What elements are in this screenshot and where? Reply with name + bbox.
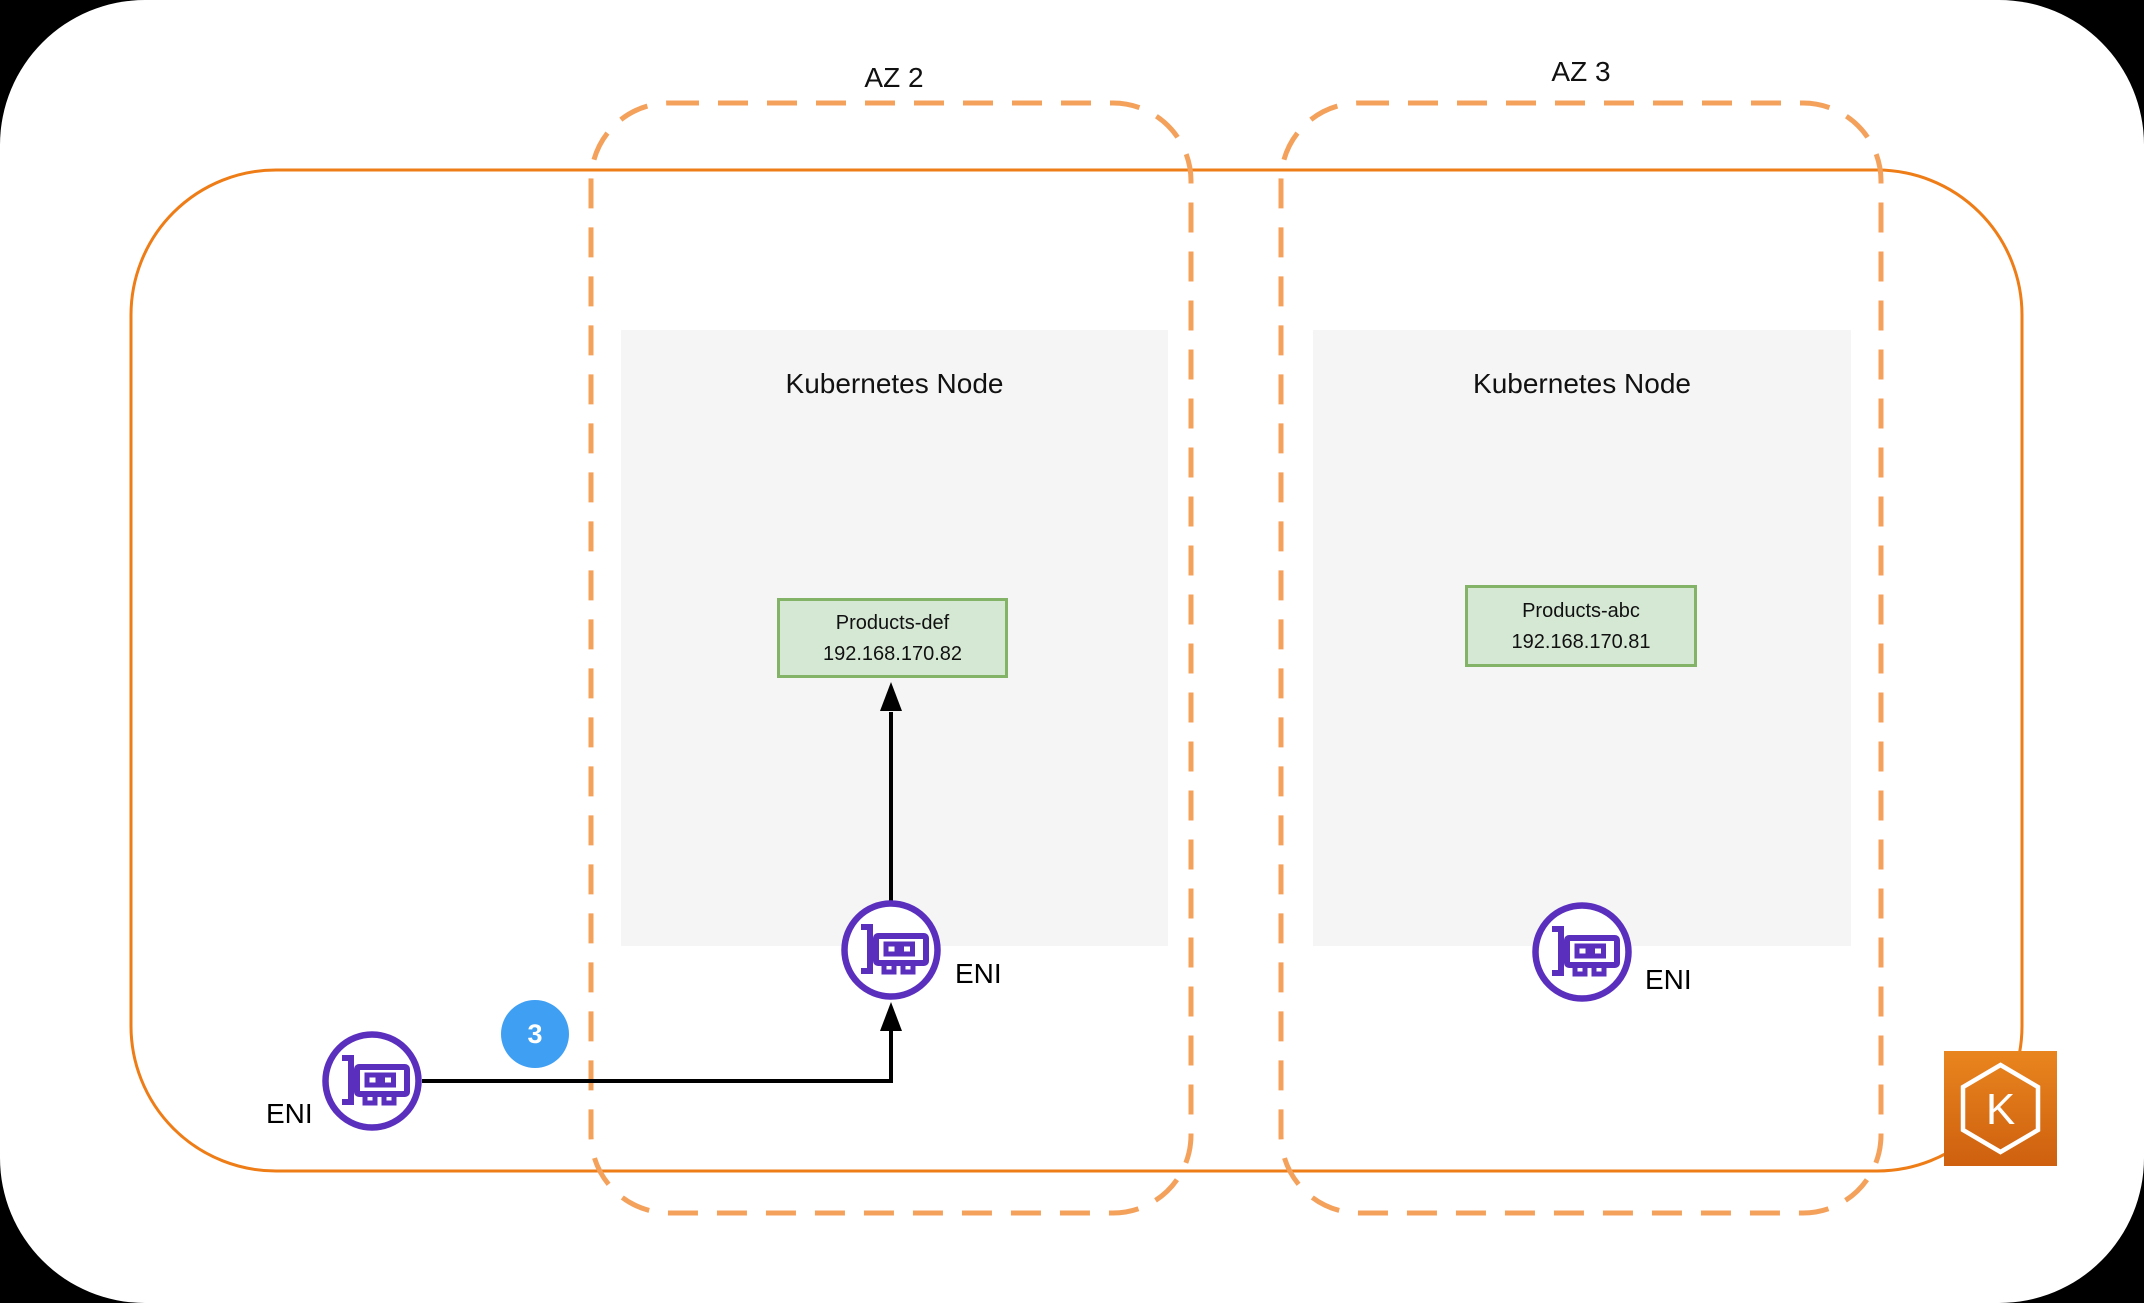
eks-letter: K bbox=[1986, 1085, 2015, 1134]
pod-name: Products-abc bbox=[1522, 599, 1640, 622]
eni-icon-graphic bbox=[841, 900, 941, 1000]
pod-ip: 192.168.170.82 bbox=[822, 642, 963, 665]
pod-box-products-def: Products-def 192.168.170.82 bbox=[777, 598, 1008, 678]
kubernetes-node-title: Kubernetes Node bbox=[785, 368, 1004, 399]
eni-icon bbox=[841, 900, 941, 1000]
eni-icon bbox=[322, 1031, 422, 1131]
eks-icon-graphic: K bbox=[1944, 1051, 2057, 1166]
eni-icon-graphic bbox=[322, 1031, 422, 1131]
eni-icon-graphic bbox=[1532, 902, 1632, 1002]
az2-label: AZ 2 bbox=[864, 62, 924, 93]
eni-label-az2: ENI bbox=[955, 958, 1002, 989]
kubernetes-node-title: Kubernetes Node bbox=[1473, 368, 1691, 399]
eni-label-az3: ENI bbox=[1645, 964, 1692, 995]
eni-icon bbox=[1532, 902, 1632, 1002]
eni-label-external: ENI bbox=[266, 1098, 313, 1129]
step-badge: 3 bbox=[501, 1000, 569, 1068]
eks-icon: K bbox=[1944, 1051, 2057, 1166]
pod-ip: 192.168.170.81 bbox=[1511, 630, 1651, 653]
pod-name: Products-def bbox=[835, 611, 950, 634]
az3-label: AZ 3 bbox=[1551, 56, 1611, 87]
pod-box-products-abc: Products-abc 192.168.170.81 bbox=[1465, 585, 1697, 667]
step-badge-number: 3 bbox=[527, 1018, 543, 1049]
